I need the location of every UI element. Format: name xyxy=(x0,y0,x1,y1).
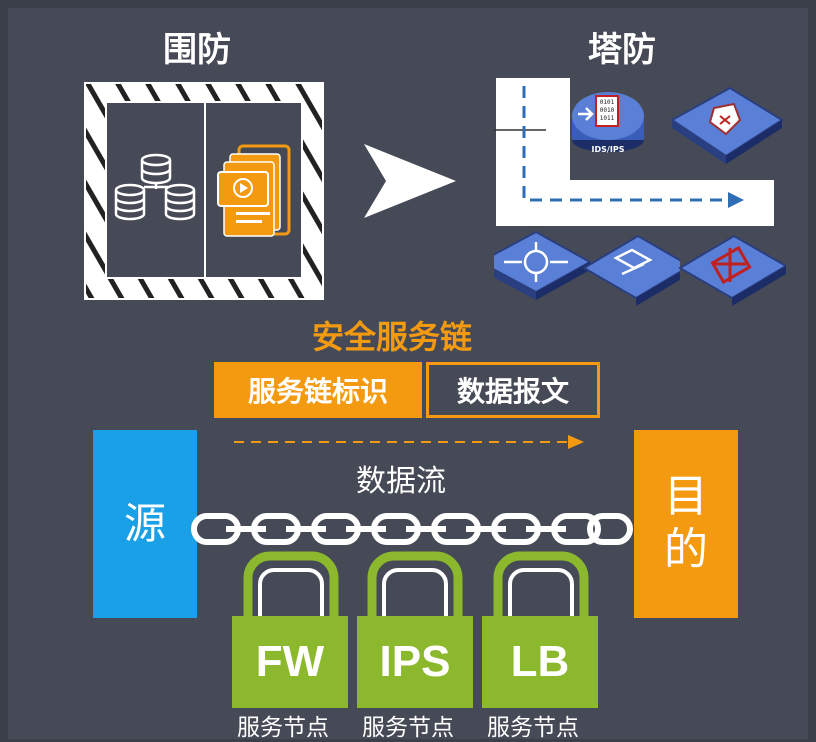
load-balancer-device-icon xyxy=(494,230,593,300)
perimeter-defense-title: 围防 xyxy=(163,30,231,70)
tower-defense-illustration: 0101 0010 1011 IDS/IPS xyxy=(494,78,786,310)
chain-links xyxy=(191,513,633,545)
service-node-label: 服务节点 xyxy=(362,715,454,741)
path-corridor xyxy=(496,78,774,226)
router-device-icon xyxy=(582,234,692,306)
lb-node: LB xyxy=(482,616,598,708)
firewall-device-icon xyxy=(670,86,784,164)
ids-bits-2: 0010 xyxy=(600,107,615,114)
data-flow-arrow xyxy=(234,435,584,449)
lock-shackles xyxy=(243,551,589,618)
perimeter-defense-illustration xyxy=(84,82,324,300)
fw-node: FW xyxy=(232,616,348,708)
ips-node: IPS xyxy=(357,616,473,708)
data-packet-box: 数据报文 xyxy=(426,362,600,418)
lb-label: LB xyxy=(510,637,570,686)
service-node-label: 服务节点 xyxy=(237,715,329,741)
source-box: 源 xyxy=(93,430,197,618)
service-node-label: 服务节点 xyxy=(487,715,579,741)
destination-box: 目的 xyxy=(634,430,738,618)
fw-label: FW xyxy=(255,637,325,686)
media-files-icon xyxy=(217,144,291,237)
source-label: 源 xyxy=(123,498,166,548)
destination-label: 目的 xyxy=(664,471,708,575)
ids-ips-label: IDS/IPS xyxy=(592,145,625,154)
switch-device-icon xyxy=(678,234,786,310)
ids-ips-device-icon: 0101 0010 1011 IDS/IPS xyxy=(572,92,644,154)
database-cluster-icon xyxy=(114,153,196,221)
transition-arrow-icon xyxy=(364,144,456,218)
service-chain-title: 安全服务链 xyxy=(312,318,473,356)
ids-bits-1: 0101 xyxy=(600,99,615,106)
data-flow-label: 数据流 xyxy=(356,464,446,499)
ips-label: IPS xyxy=(379,637,451,686)
service-chain-id-box: 服务链标识 xyxy=(214,362,422,418)
tower-defense-title: 塔防 xyxy=(588,30,656,70)
ids-bits-3: 1011 xyxy=(600,115,615,122)
